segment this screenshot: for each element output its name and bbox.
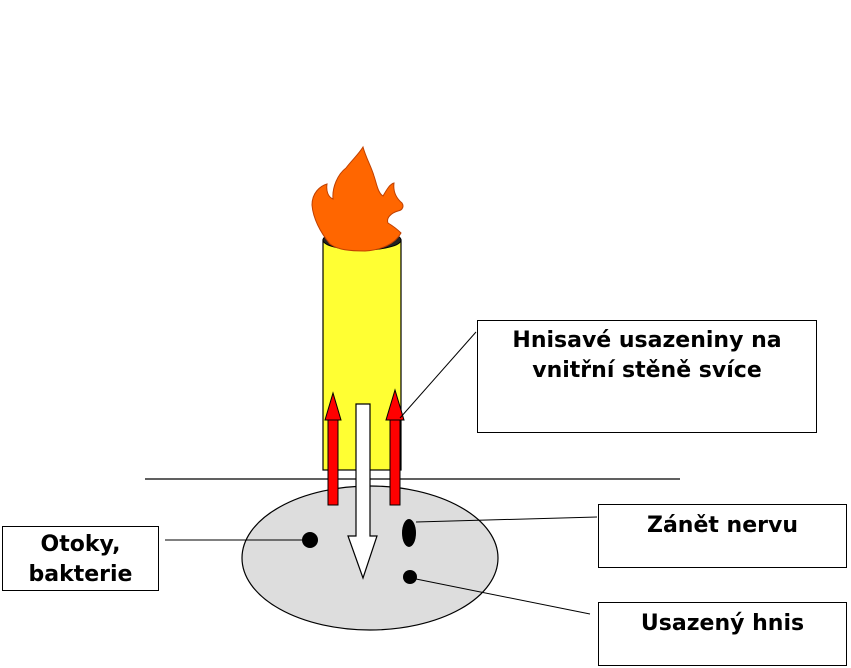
flame-icon [311, 145, 404, 252]
deposits-label-line1: Hnisavé usazeniny na [512, 328, 782, 353]
swelling-label-line1: Otoky, [40, 532, 121, 557]
swelling-label-box: Otoky, bakterie [2, 526, 159, 591]
swelling-dot [302, 532, 318, 548]
deposits-label-box: Hnisavé usazeniny na vnitřní stěně svíce [477, 320, 817, 433]
swelling-label-line2: bakterie [28, 562, 133, 587]
pus-dot [403, 570, 417, 584]
nerve-label: Zánět nervu [647, 513, 798, 538]
pus-label-box: Usazený hnis [598, 602, 847, 666]
deposits-label-line2: vnitřní stěně svíce [532, 358, 762, 383]
red-arrow-left [324, 391, 342, 506]
leader-pus [415, 578, 591, 615]
white-arrow-down [347, 403, 378, 580]
nerve-label-box: Zánět nervu [598, 504, 847, 568]
red-arrow-right [385, 388, 405, 506]
leader-nerve [415, 516, 598, 523]
leader-deposits [399, 331, 477, 419]
pus-label: Usazený hnis [640, 611, 805, 636]
nerve-dot [402, 519, 416, 547]
